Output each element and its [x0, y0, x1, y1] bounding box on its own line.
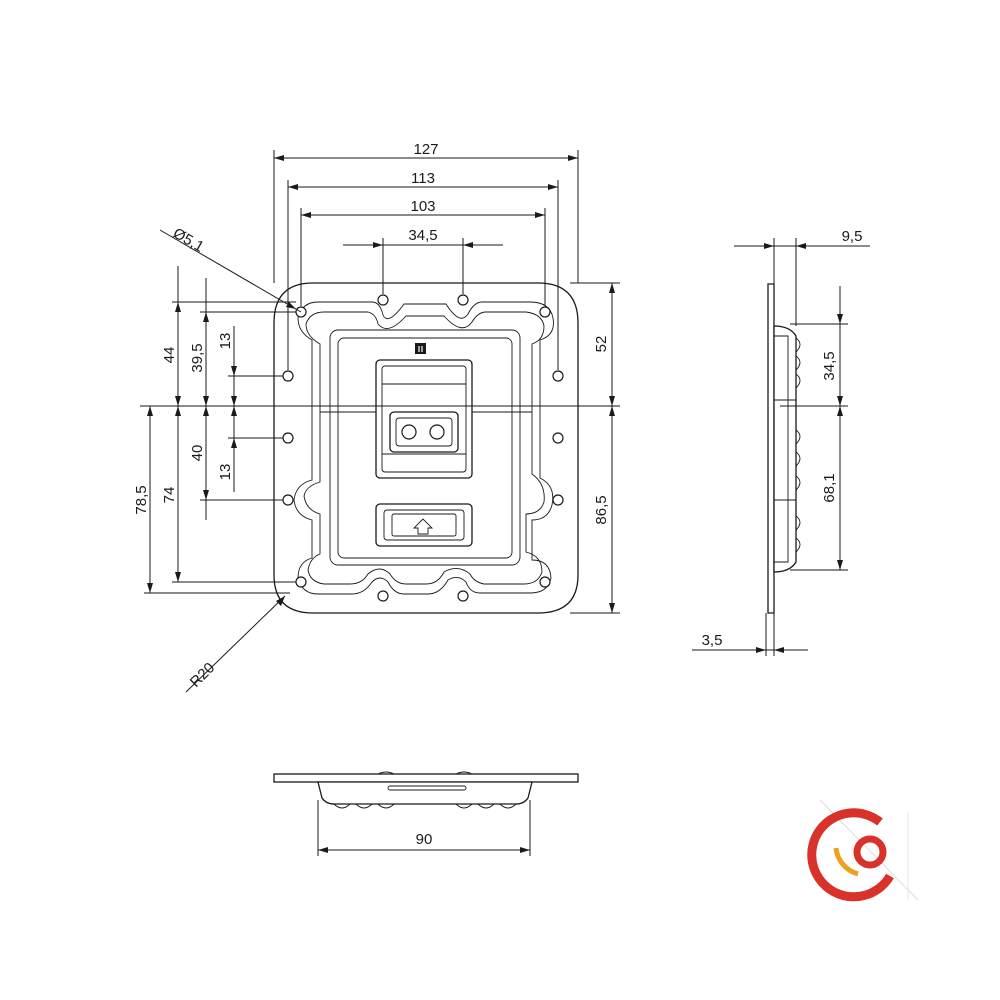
recess-panel-inner — [337, 337, 513, 559]
bottom-view — [273, 771, 579, 809]
dim-13-bottom: 13 — [217, 464, 234, 481]
dim-86-5: 86,5 — [593, 495, 610, 524]
pull-handle — [375, 503, 473, 547]
dim-127: 127 — [413, 141, 438, 158]
dim-74: 74 — [161, 487, 178, 504]
mounting-hole — [282, 370, 294, 382]
dim-39-5: 39,5 — [189, 343, 206, 372]
dim-hole-diameter: Ø5,1 — [170, 225, 207, 256]
side-bumps — [795, 337, 801, 553]
mounting-hole — [377, 294, 389, 306]
brand-logo — [807, 799, 919, 902]
dim-90: 90 — [416, 831, 433, 848]
mounting-hole — [457, 590, 469, 602]
dim-40: 40 — [189, 445, 206, 462]
mounting-hole — [282, 432, 294, 444]
mounting-hole — [552, 494, 564, 506]
mounting-hole — [282, 494, 294, 506]
dim-9-5: 9,5 — [842, 228, 863, 245]
dim-103: 103 — [410, 198, 435, 215]
mounting-hole — [295, 576, 307, 588]
side-dimensions: 9,5 34,5 68,1 3,5 — [692, 228, 870, 656]
mounting-hole — [457, 294, 469, 306]
mounting-hole — [377, 590, 389, 602]
dim-78-5: 78,5 — [133, 485, 150, 514]
dim-68-1: 68,1 — [821, 473, 838, 502]
recess-outer-edge — [293, 301, 554, 595]
bottom-bumps — [333, 803, 517, 809]
dim-113: 113 — [411, 170, 435, 187]
mounting-hole — [552, 370, 564, 382]
dim-34-5-side: 34,5 — [821, 351, 838, 380]
mounting-hole — [552, 432, 564, 444]
dim-52: 52 — [593, 336, 610, 353]
arrow-up-icon — [412, 518, 434, 535]
mounting-hole — [539, 306, 551, 318]
front-dimensions: 127 113 103 34,5 Ø5,1 44 39,5 — [133, 141, 620, 693]
dim-13-top: 13 — [217, 333, 234, 350]
latch-body — [375, 359, 473, 479]
recess-panel — [329, 329, 521, 566]
front-view — [273, 282, 579, 614]
recess-inner-edge — [303, 311, 545, 585]
dim-44: 44 — [161, 347, 178, 364]
mounting-hole — [539, 576, 551, 588]
bottom-dimensions: 90 — [317, 800, 531, 856]
marking-icon — [415, 343, 426, 354]
dim-34-5: 34,5 — [408, 227, 437, 244]
side-view — [767, 283, 801, 614]
dim-3-5: 3,5 — [702, 632, 723, 649]
